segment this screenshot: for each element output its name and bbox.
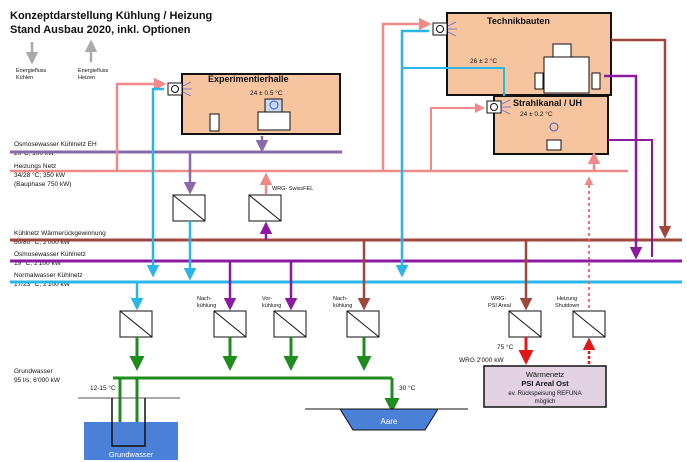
heat-exchanger-6	[346, 310, 380, 338]
building-strahlkanal: Strahlkanal / UH 24 ± 0.2 °C	[493, 95, 609, 155]
label-heizung-3: (Bauphase 750 kW)	[14, 181, 71, 188]
legend-cooling-line1: Energiefluss	[16, 68, 47, 74]
waermenetz-line3: ev. Rückspeisung REFUNA	[508, 391, 581, 397]
pipe-cooling-experimentierhalle	[146, 87, 164, 278]
label-osmose-1: Osmosewasser Kühlnetz	[14, 251, 86, 258]
label-wrg-swissfel: WRG- SwissFEL	[272, 186, 313, 192]
pipe-recovery-technikbauten	[611, 38, 672, 239]
legend-heating: Energiefluss Heizen	[78, 39, 109, 81]
diagram-title-line2: Stand Ausbau 2020, inkl. Optionen	[10, 24, 191, 36]
label-nachkuehlung-2a: Nach-	[333, 296, 348, 302]
label-temp-12-15: 12-15 °C	[90, 384, 116, 392]
label-osmose-eh-1: Osmosewasser Kühlnetz EH	[14, 141, 97, 148]
pipe-heating-experimentierhalle	[115, 77, 167, 171]
technikbauten-temp: 26 ± 2 °C	[470, 57, 497, 65]
aare-label: Aare	[381, 417, 398, 426]
label-nachkuehlung-1a: Nach-	[197, 296, 212, 302]
pipe-cooling-strahlkanal	[402, 67, 505, 96]
label-vorkuehlung-b: kühlung	[262, 303, 281, 309]
waermenetz-line1: Wärmenetz	[526, 370, 565, 379]
label-temp-30: 30 °C	[399, 384, 416, 392]
label-waermerueck-2: 60/80 °C; 2'000 kW	[14, 238, 71, 246]
legend-heating-line1: Energiefluss	[78, 68, 109, 74]
heat-exchanger-7	[508, 310, 542, 338]
label-normalwasser-1: Normalwasser Kühlnetz	[14, 272, 83, 279]
building-technikbauten: Technikbauten 26 ± 2 °C	[446, 12, 612, 96]
technikbauten-name: Technikbauten	[487, 16, 550, 26]
pipe-osmose-technikbauten	[604, 74, 643, 260]
label-nachkuehlung-1b: kühlung	[197, 303, 216, 309]
label-heizung-1: Heizungs Netz	[14, 163, 56, 170]
label-wrg-psi-a: WRG-	[491, 296, 506, 302]
heat-exchanger-2	[248, 194, 282, 222]
heat-exchanger-4	[213, 310, 247, 338]
label-wrg-psi-b: PSI Areal	[488, 303, 511, 309]
groundwater-well: Grundwasser	[84, 398, 178, 460]
label-temp-75: 75 °C	[497, 343, 514, 351]
waermenetz-box: Wärmenetz PSI Areal Ost ev. Rückspeisung…	[483, 365, 607, 408]
fan-unit-strahlkanal-icon	[486, 99, 511, 115]
label-grundwasser-1: Grundwasser	[14, 368, 53, 375]
aare-river: Aare	[305, 408, 468, 431]
strahlkanal-temp: 24 ± 0.2 °C	[520, 110, 553, 118]
experimentierhalle-name: Experimentierhalle	[208, 74, 289, 84]
legend-heating-line2: Heizen	[78, 75, 95, 81]
diagram-title-line1: Konzeptdarstellung Kühlung / Heizung	[10, 10, 212, 22]
groundwater-box-label: Grundwasser	[109, 450, 154, 459]
label-grundwasser-2: 95 l/s; 6'000 kW	[14, 377, 61, 384]
label-wrg-kw: WRG 2'000 kW	[459, 357, 504, 364]
heat-exchanger-1	[172, 194, 206, 222]
label-normalwasser-2: 17/23 °C; 2'100 kW	[14, 280, 71, 288]
building-experimentierhalle: Experimentierhalle 24 ± 0.5 °C	[181, 73, 341, 135]
strahlkanal-name: Strahlkanal / UH	[513, 98, 582, 108]
label-waermerueck-1: Kühlnetz Wärmerückgewinnung	[14, 230, 106, 237]
waermenetz-line4: möglich	[535, 399, 556, 405]
label-osmose-2: 19 °C; 2'100 kW	[14, 259, 62, 267]
pipe-heating-strahlkanal	[430, 103, 485, 171]
pipe-cooling-technikbauten	[395, 29, 429, 278]
waermenetz-line2: PSI Areal Ost	[521, 379, 569, 388]
heat-exchanger-8	[572, 310, 606, 338]
legend-cooling: Energiefluss Kühlen	[16, 42, 47, 81]
label-heizung-shutdown-b: Shutdown	[555, 303, 579, 309]
label-heizung-shutdown-a: Heizung	[557, 296, 577, 302]
fan-unit-experimentierhalle-icon	[167, 81, 192, 97]
legend-cooling-line2: Kühlen	[16, 75, 33, 81]
fan-unit-technikbauten-icon	[432, 21, 457, 37]
pipe-heating-technikbauten	[381, 17, 432, 171]
label-nachkuehlung-2b: kühlung	[333, 303, 352, 309]
pipe-osmose-strahlkanal	[608, 139, 653, 257]
label-heizung-2: 34/28 °C; 350 kW	[14, 171, 66, 179]
heat-exchanger-5	[273, 310, 307, 338]
heat-exchanger-3	[119, 310, 153, 338]
label-vorkuehlung-a: Vor-	[262, 296, 272, 302]
experimentierhalle-temp: 24 ± 0.5 °C	[250, 89, 283, 97]
